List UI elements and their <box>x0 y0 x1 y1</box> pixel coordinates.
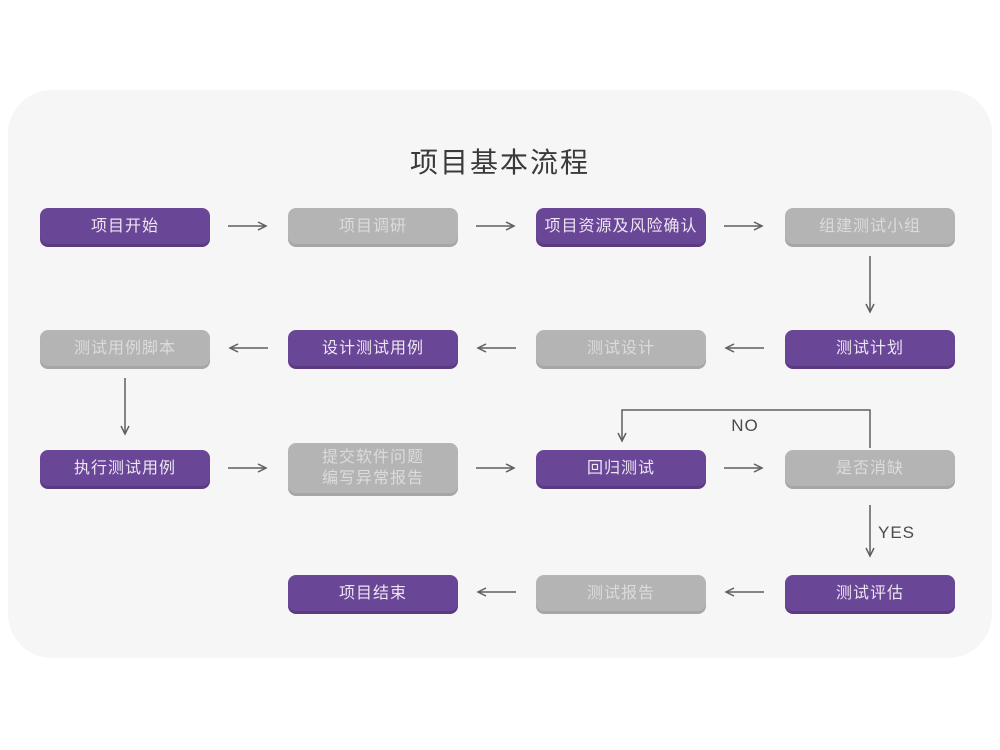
node-label: 项目资源及风险确认 <box>544 217 698 235</box>
node-regression-test: 回归测试 <box>536 450 706 486</box>
page-title: 项目基本流程 <box>409 147 590 178</box>
node-test-design: 测试设计 <box>536 330 706 366</box>
node-label: 测试设计 <box>586 339 655 357</box>
node-resources-risk: 项目资源及风险确认 <box>536 208 706 244</box>
node-label: 项目调研 <box>338 217 407 235</box>
edge-label-no: NO <box>731 416 759 435</box>
node-label: 编写异常报告 <box>321 470 424 487</box>
node-project-start: 项目开始 <box>40 208 210 244</box>
node-label: 执行测试用例 <box>73 459 176 477</box>
node-label: 组建测试小组 <box>818 217 921 235</box>
node-build-test-team: 组建测试小组 <box>785 208 955 244</box>
node-label: 测试用例脚本 <box>73 339 176 357</box>
node-test-plan: 测试计划 <box>785 330 955 366</box>
node-label: 项目结束 <box>338 584 407 602</box>
node-test-evaluation: 测试评估 <box>785 575 955 611</box>
node-test-case-scripts: 测试用例脚本 <box>40 330 210 366</box>
node-submit-issue-report: 提交软件问题编写异常报告 <box>288 443 458 493</box>
node-label: 回归测试 <box>586 459 655 477</box>
node-label: 项目开始 <box>90 217 159 235</box>
node-execute-test-cases: 执行测试用例 <box>40 450 210 486</box>
node-label: 设计测试用例 <box>321 339 424 357</box>
flowchart-card <box>8 90 992 658</box>
node-label: 是否消缺 <box>835 459 904 477</box>
node-project-end: 项目结束 <box>288 575 458 611</box>
node-defect-cleared: 是否消缺 <box>785 450 955 486</box>
node-label: 测试报告 <box>586 584 655 602</box>
node-test-report: 测试报告 <box>536 575 706 611</box>
node-project-research: 项目调研 <box>288 208 458 244</box>
node-design-test-cases: 设计测试用例 <box>288 330 458 366</box>
edge-label-yes: YES <box>878 523 916 542</box>
node-label: 测试计划 <box>835 339 904 357</box>
node-label: 提交软件问题 <box>321 449 424 466</box>
node-label: 测试评估 <box>835 584 904 602</box>
